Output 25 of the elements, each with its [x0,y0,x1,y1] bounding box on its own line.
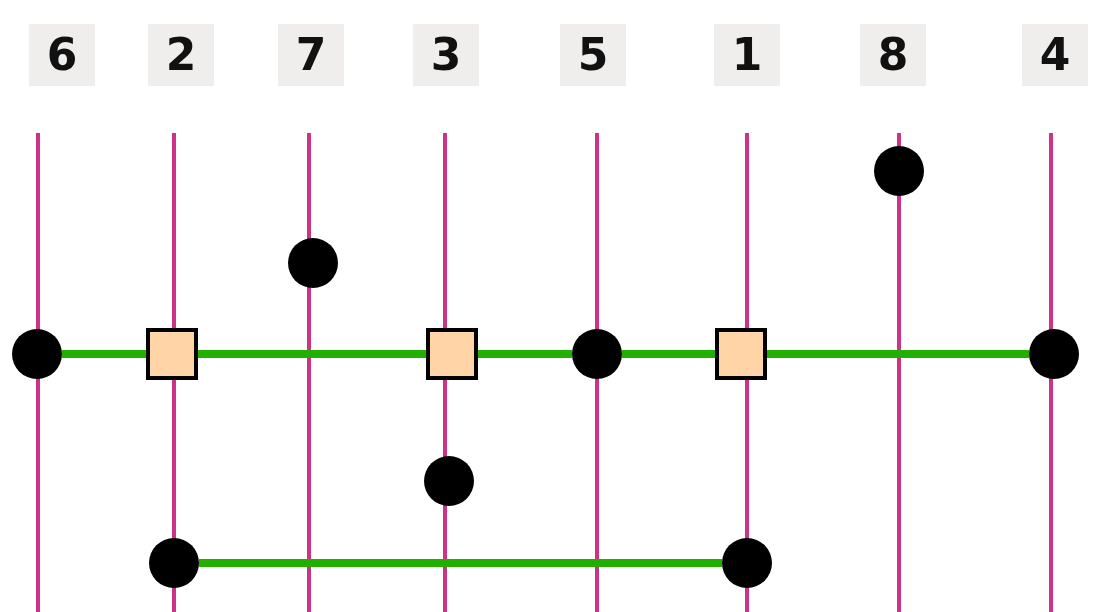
square-marker [715,328,767,380]
digit-card: 8 [860,24,926,86]
junction-dot [722,538,772,588]
junction-dot [874,146,924,196]
connector-line [767,350,1029,358]
digit-card: 5 [560,24,626,86]
connector-line [62,350,146,358]
digit-card: 6 [29,24,95,86]
square-marker [146,328,198,380]
junction-dot [572,329,622,379]
connector-line [198,350,426,358]
digit-card: 3 [413,24,479,86]
connector-line [622,350,715,358]
connector-line [199,559,722,567]
square-marker [426,328,478,380]
junction-dot [149,538,199,588]
connector-line [478,350,572,358]
junction-dot [288,238,338,288]
junction-dot [1029,329,1079,379]
digit-card: 7 [278,24,344,86]
digit-card: 1 [714,24,780,86]
digit-card: 2 [148,24,214,86]
junction-dot [424,456,474,506]
junction-dot [12,329,62,379]
digit-card: 4 [1022,24,1088,86]
